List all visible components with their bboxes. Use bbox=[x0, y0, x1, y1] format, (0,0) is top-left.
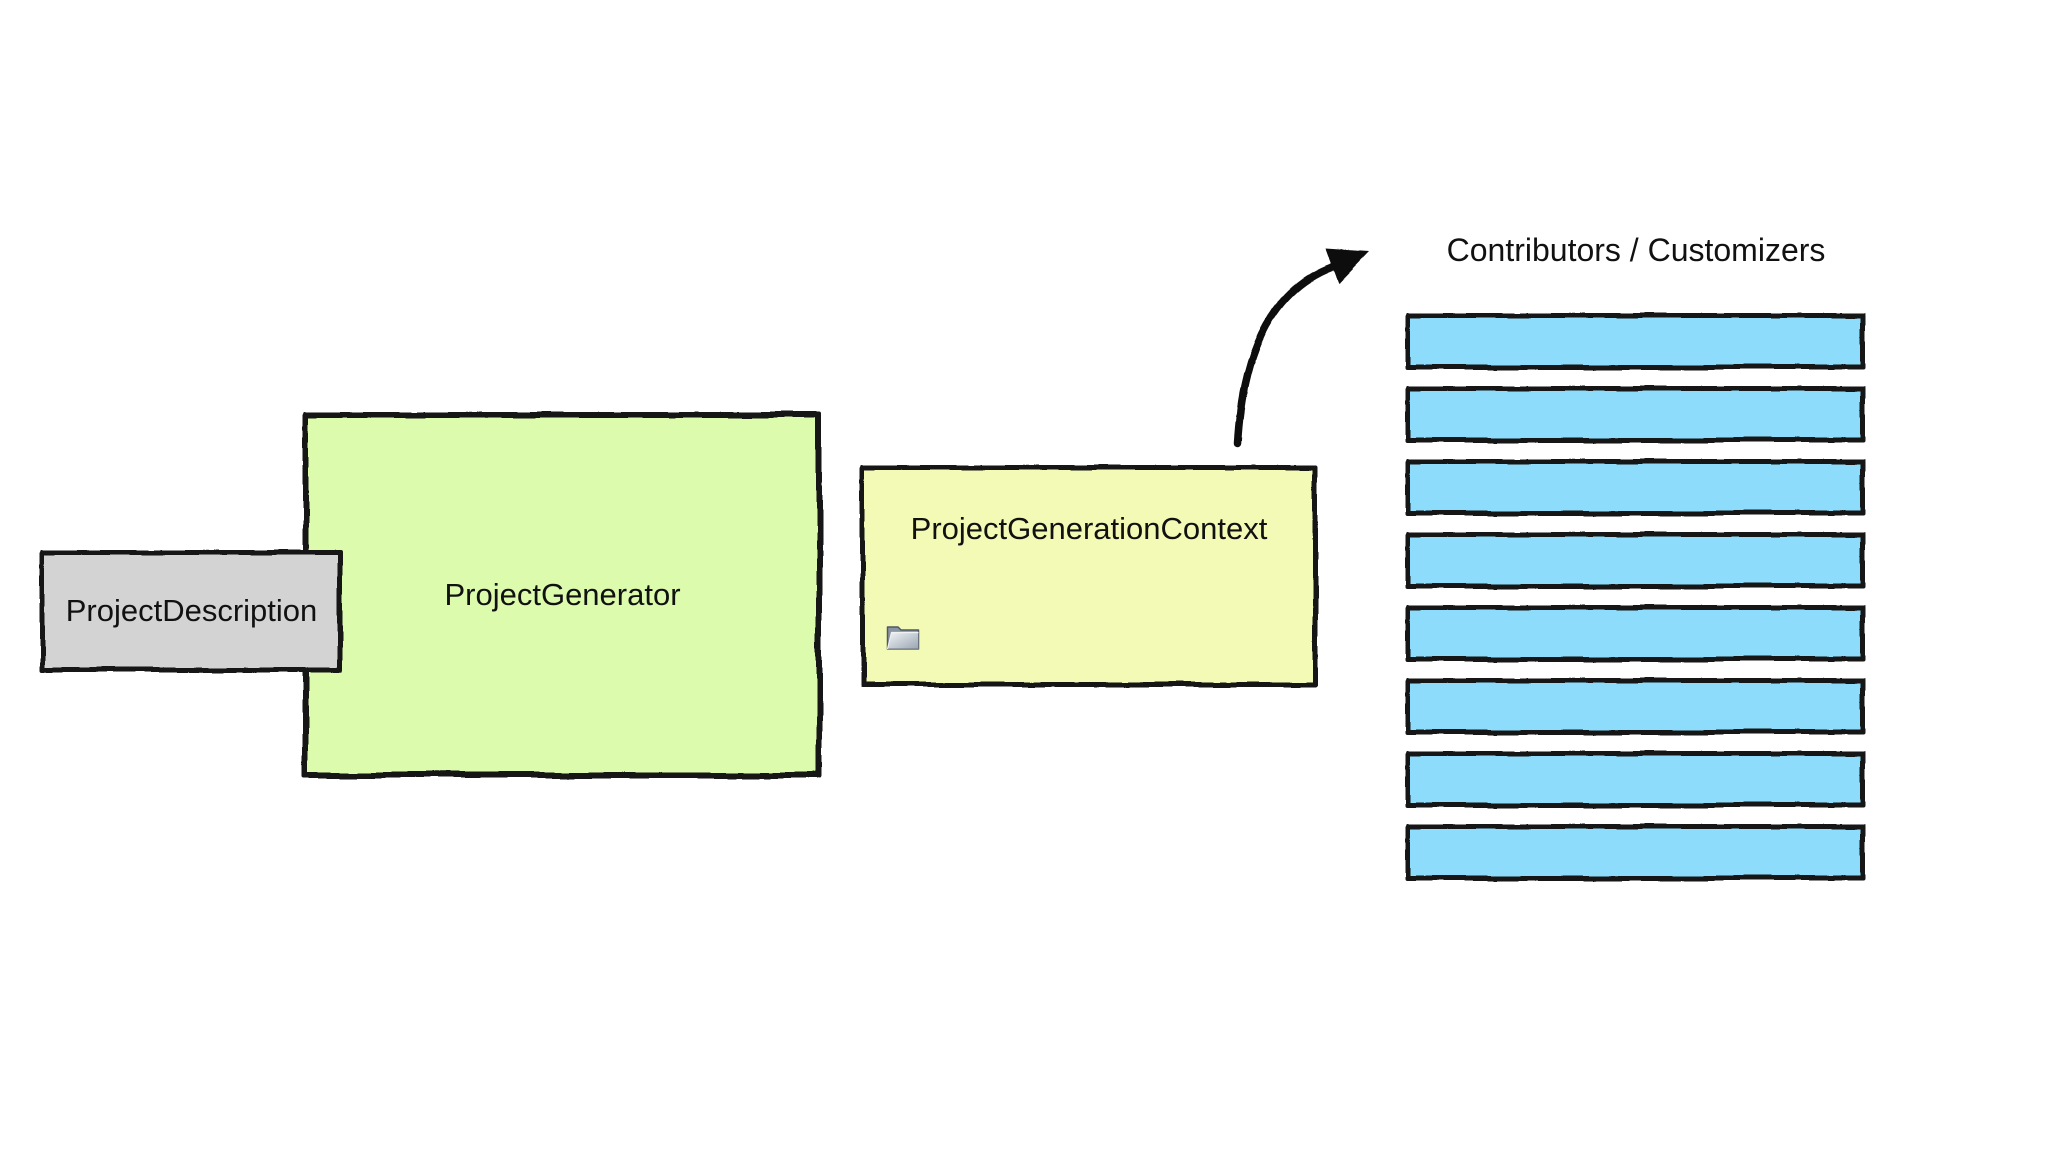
folder-icon bbox=[886, 626, 920, 650]
node-project-generator-label: ProjectGenerator bbox=[444, 577, 681, 612]
contributor-bar bbox=[1406, 824, 1866, 881]
contributor-bar bbox=[1406, 459, 1866, 516]
node-project-generation-context: ProjectGenerationContext bbox=[860, 465, 1318, 687]
node-project-description-box bbox=[40, 550, 343, 672]
contributors-heading: Contributors / Customizers bbox=[1446, 232, 1826, 268]
contributor-bar bbox=[1406, 605, 1866, 662]
contributor-bar bbox=[1406, 386, 1866, 443]
node-project-description: ProjectDescription bbox=[40, 550, 343, 672]
contributor-bar bbox=[1406, 678, 1866, 735]
node-project-generation-context-box bbox=[860, 465, 1318, 687]
contributor-bar bbox=[1406, 532, 1866, 589]
node-project-description-label: ProjectDescription bbox=[65, 593, 318, 628]
node-project-generation-context-label: ProjectGenerationContext bbox=[910, 511, 1268, 546]
curved-arrow-line bbox=[1234, 261, 1342, 447]
contributor-bars bbox=[1406, 313, 1866, 881]
contributor-bar bbox=[1406, 313, 1866, 370]
node-project-generator: ProjectGenerator bbox=[303, 412, 822, 778]
curved-arrow-head bbox=[1326, 249, 1370, 284]
node-project-generator-box bbox=[303, 412, 822, 778]
contributor-bar bbox=[1406, 751, 1866, 808]
